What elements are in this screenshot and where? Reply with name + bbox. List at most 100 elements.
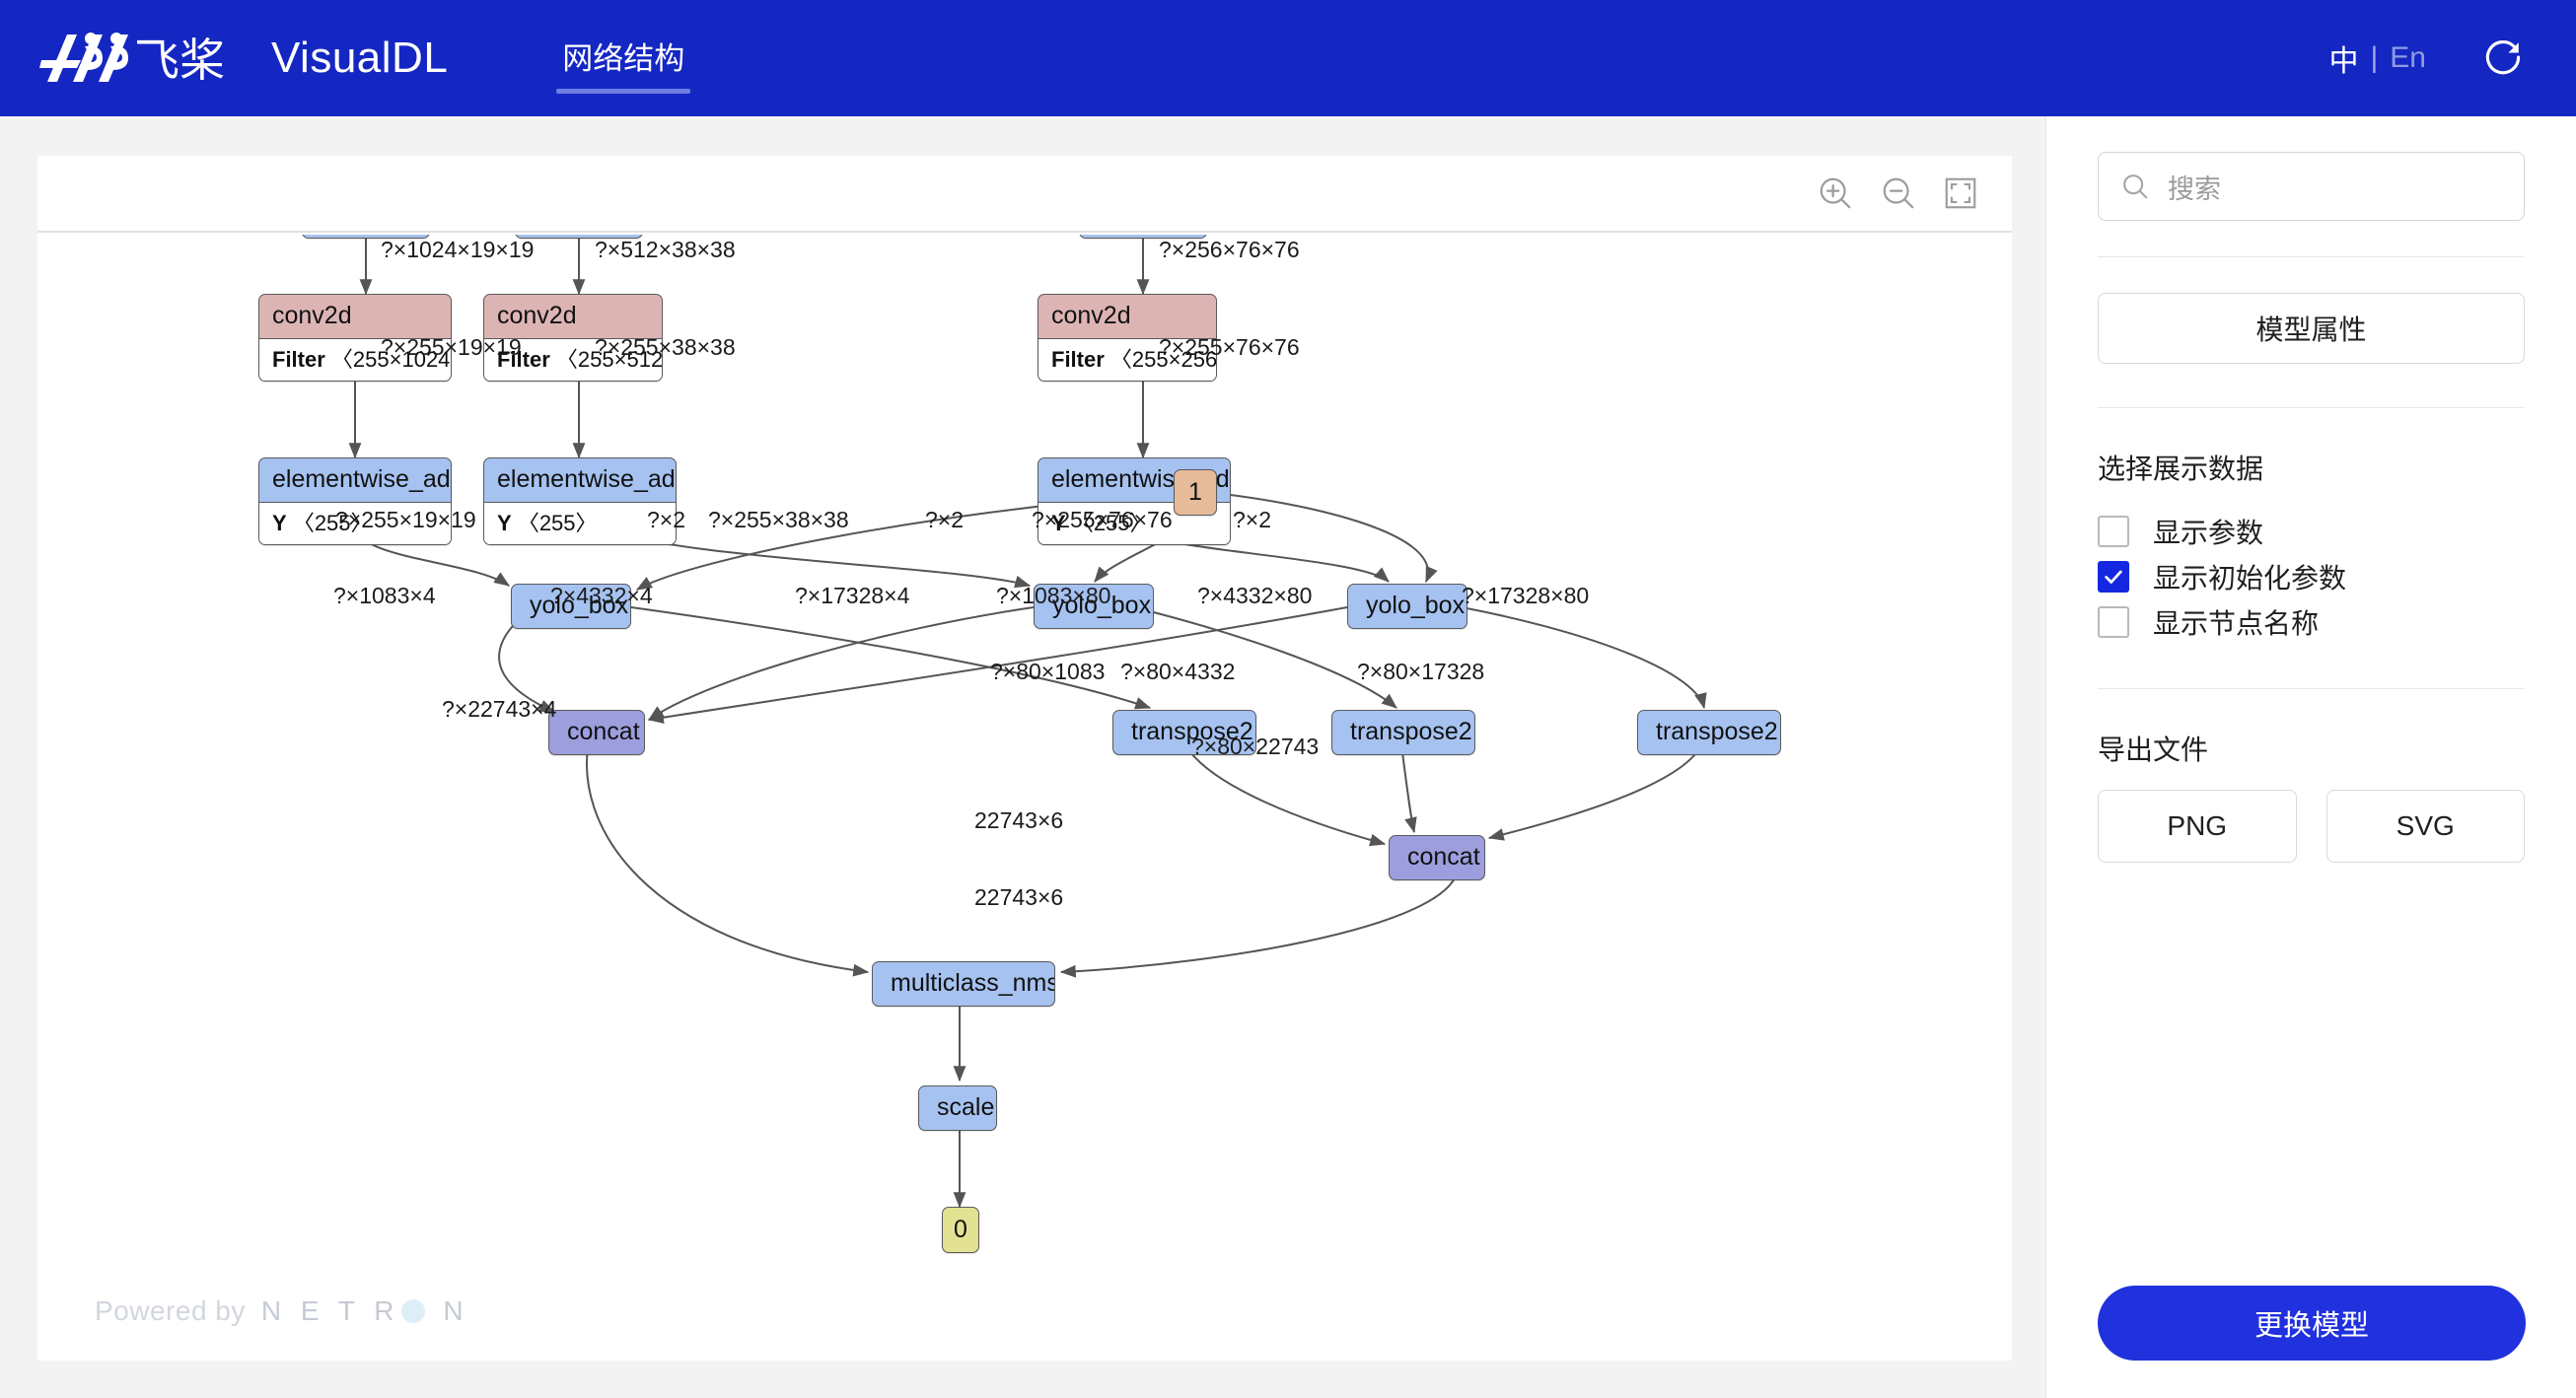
node-title: conv2d: [484, 295, 662, 339]
graph-card: conv2d Filter 〈255×1024×1×1〉 conv2d Filt…: [37, 156, 2012, 1361]
node-title: concat: [567, 718, 640, 745]
edge-label: ?×2: [1233, 507, 1272, 532]
checkbox-label: 显示初始化参数: [2153, 563, 2347, 594]
node-title: elementwise_add: [484, 458, 676, 503]
node-yolo-box[interactable]: yolo_box: [511, 584, 631, 629]
search-icon: [2123, 175, 2148, 199]
node-attribute: Y 〈255〉: [484, 502, 676, 545]
checkbox-show-init-params[interactable]: [2098, 561, 2129, 593]
refresh-icon[interactable]: [2481, 36, 2525, 80]
tab-network-structure[interactable]: 网络结构: [556, 30, 691, 100]
attr-key: Filter: [497, 346, 550, 372]
edge-label: ?×1083×80: [996, 583, 1111, 608]
fit-screen-icon[interactable]: [1943, 175, 1978, 211]
node-elementwise-add[interactable]: elementwise_add Y 〈255〉: [258, 457, 452, 546]
right-sidebar: 搜索 模型属性 选择展示数据 显示参数 显示初始化参数 显示节点名称 导出文件 …: [2045, 116, 2576, 1398]
zoom-in-icon[interactable]: [1817, 175, 1854, 212]
brand-name: VisualDL: [271, 34, 449, 82]
node-transpose2[interactable]: transpose2: [1331, 710, 1475, 755]
paddlepaddle-logo-icon: 飞桨: [39, 33, 225, 86]
node-concat[interactable]: concat: [548, 710, 645, 755]
checkbox-row-show-node-names[interactable]: 显示节点名称: [2098, 599, 2525, 645]
edge-label: ?×80×1083: [990, 659, 1106, 684]
attr-value: 〈255×512×1×1〉: [555, 346, 663, 372]
node-yolo-box[interactable]: yolo_box: [1347, 584, 1467, 629]
checkbox-show-params[interactable]: [2098, 516, 2129, 547]
search-input[interactable]: 搜索: [2098, 152, 2525, 221]
node-title: transpose2: [1350, 718, 1472, 745]
checkbox-label: 显示节点名称: [2153, 608, 2320, 639]
edge-label: ?×512×38×38: [595, 237, 736, 262]
node-attribute: Filter 〈255×1024×1×1〉: [259, 338, 451, 382]
graph-viewport[interactable]: conv2d Filter 〈255×1024×1×1〉 conv2d Filt…: [37, 235, 2012, 1361]
node-concat[interactable]: concat: [1389, 835, 1485, 880]
header-right: 中 | En: [2329, 36, 2526, 80]
node-title: transpose2: [1131, 718, 1253, 745]
node-conv2d[interactable]: conv2d Filter 〈255×256×1×1〉: [1038, 294, 1217, 383]
header-nav: 网络结构: [556, 0, 691, 116]
netron-wordmark-right: N: [443, 1295, 469, 1326]
node-title: elementwise_add: [259, 458, 451, 503]
lang-separator: |: [2370, 41, 2379, 74]
lang-option-en[interactable]: En: [2390, 41, 2426, 74]
attr-value: 〈255×256×1×1〉: [1109, 346, 1217, 372]
node-transpose2[interactable]: transpose2: [1112, 710, 1256, 755]
node-yolo-box[interactable]: yolo_box: [1034, 584, 1154, 629]
checkbox-row-show-init-params[interactable]: 显示初始化参数: [2098, 554, 2525, 599]
node-title: conv2d: [259, 295, 451, 339]
attr-key: Y: [272, 510, 287, 535]
node-scale[interactable]: scale: [918, 1085, 997, 1131]
node-title: transpose2: [1656, 718, 1778, 745]
edge-label: ?×255×19×19: [335, 507, 476, 532]
export-svg-button[interactable]: SVG: [2326, 790, 2525, 863]
checkbox-label: 显示参数: [2153, 518, 2264, 548]
attr-key: Filter: [1051, 346, 1105, 372]
netron-wordmark-left: N E T R: [260, 1295, 400, 1326]
edge-label: ?×255×76×76: [1159, 334, 1300, 360]
node-title: yolo_box: [530, 592, 629, 619]
node-conv2d[interactable]: conv2d Filter 〈255×1024×1×1〉: [258, 294, 452, 383]
node-attribute: Filter 〈255×512×1×1〉: [484, 338, 663, 382]
node-title: concat: [1407, 843, 1480, 871]
change-model-button[interactable]: 更换模型: [2098, 1286, 2526, 1361]
edge-label: ?×255×38×38: [708, 507, 849, 532]
lang-option-zh[interactable]: 中: [2328, 45, 2359, 78]
node-attribute: Filter 〈255×256×1×1〉: [1038, 338, 1217, 382]
edge-label: 22743×6: [974, 807, 1064, 833]
search-placeholder: 搜索: [2168, 174, 2221, 204]
node-multiclass-nms[interactable]: multiclass_nms: [872, 961, 1055, 1007]
node-constant[interactable]: 1: [1174, 469, 1217, 516]
model-properties-button[interactable]: 模型属性: [2098, 293, 2525, 364]
netron-dot-icon: [401, 1299, 426, 1323]
language-switcher: 中 | En: [2329, 36, 2427, 80]
node-conv2d[interactable]: conv2d Filter 〈255×512×1×1〉: [483, 294, 663, 383]
attr-key: Y: [497, 510, 512, 535]
netron-credit: Powered by N E T R N: [95, 1295, 469, 1327]
node-elementwise-add[interactable]: elementwise_add Y 〈255〉: [1038, 457, 1231, 546]
edge-label: ?×22743×4: [442, 696, 557, 722]
node-title: conv2d: [1038, 295, 1216, 339]
edge-label: ?×255×76×76: [1032, 507, 1173, 532]
node-title: 1: [1188, 478, 1202, 506]
zoom-out-icon[interactable]: [1880, 175, 1917, 212]
attr-key: Filter: [272, 346, 325, 372]
node-output[interactable]: 0: [942, 1207, 979, 1253]
node-title: 0: [954, 1216, 967, 1243]
node-elementwise-add[interactable]: elementwise_add Y 〈255〉: [483, 457, 677, 546]
export-section-title: 导出文件: [2098, 734, 2209, 765]
edge-label: 22743×6: [974, 884, 1064, 910]
checkbox-row-show-params[interactable]: 显示参数: [2098, 509, 2525, 554]
node-transpose2[interactable]: transpose2: [1637, 710, 1781, 755]
edge-label: ?×1024×19×19: [381, 237, 535, 262]
divider: [2098, 688, 2525, 689]
display-data-section-title: 选择展示数据: [2098, 454, 2264, 484]
node-title: multiclass_nms: [891, 969, 1055, 997]
edge-label: ?×1083×4: [333, 583, 436, 608]
checkbox-show-node-names[interactable]: [2098, 606, 2129, 638]
export-buttons-row: PNG SVG: [2098, 790, 2525, 863]
attr-value: 〈255〉: [292, 510, 373, 535]
edge-label: ?×80×17328: [1357, 659, 1485, 684]
export-png-button[interactable]: PNG: [2098, 790, 2297, 863]
node-title: yolo_box: [1052, 592, 1152, 619]
brand-logo-area: 飞桨 VisualDL: [39, 31, 448, 86]
